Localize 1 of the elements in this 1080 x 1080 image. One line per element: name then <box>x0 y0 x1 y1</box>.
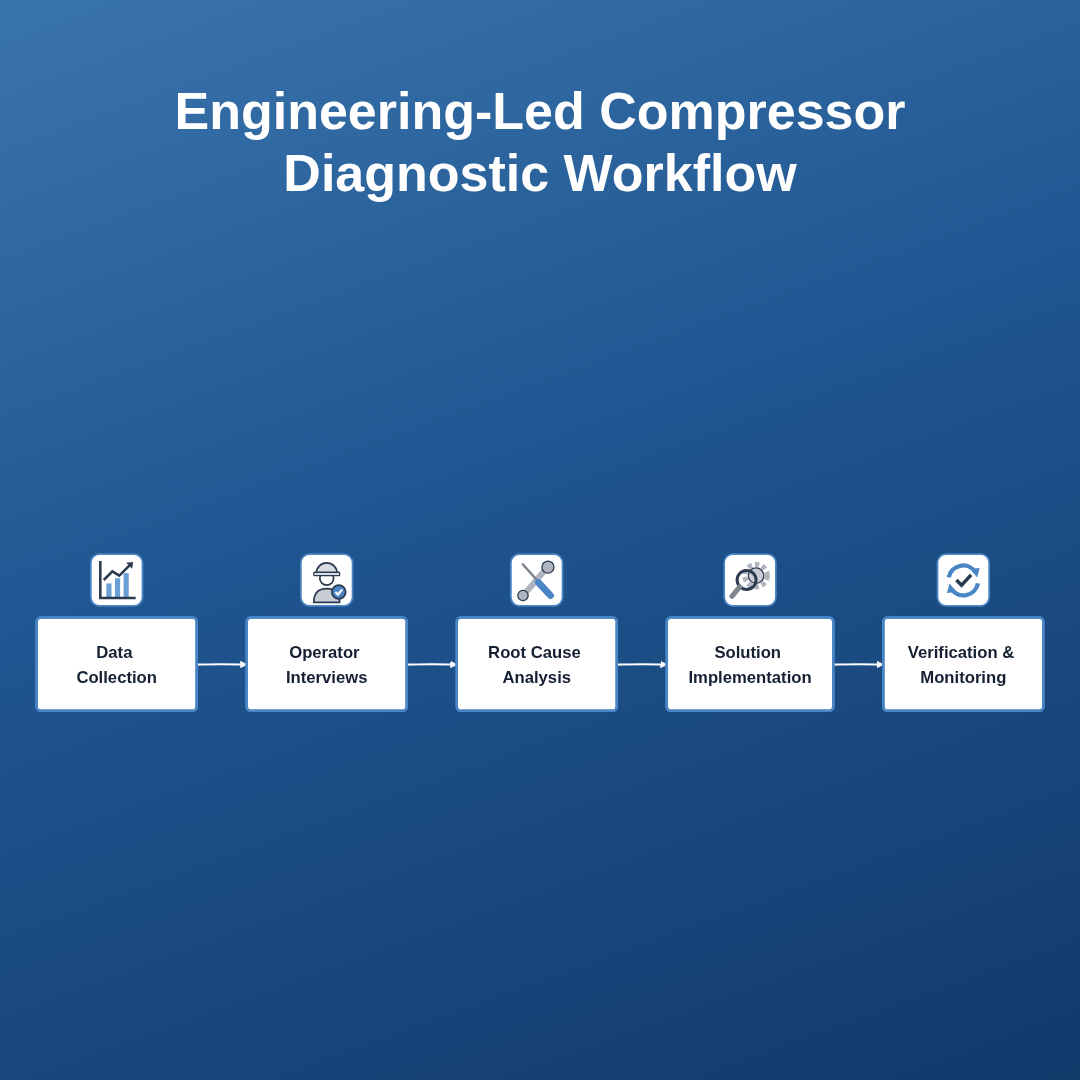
title: Engineering-Led Compressor Diagnostic Workflow <box>173 81 907 205</box>
